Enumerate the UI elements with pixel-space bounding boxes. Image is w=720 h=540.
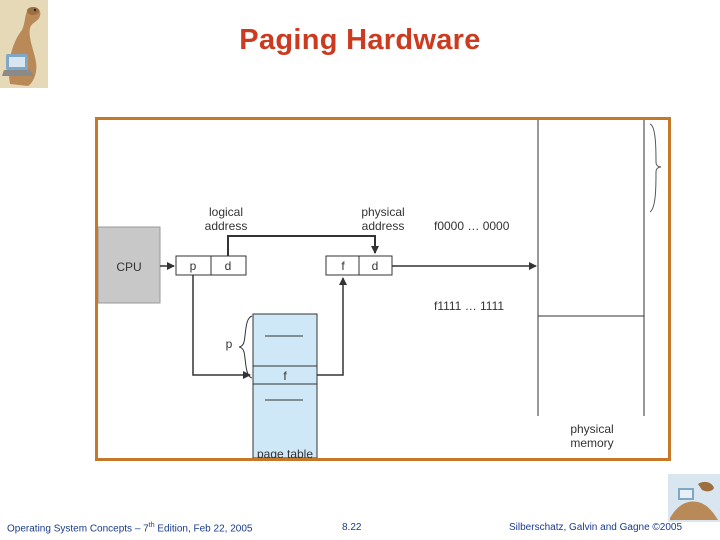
diagram-frame: CPU p d logical address f d physical	[95, 117, 671, 461]
page-index-label: p	[226, 337, 233, 351]
physical-frame-field: f	[341, 259, 345, 273]
dinosaur-logo-top	[0, 0, 48, 88]
memory-region-brace	[649, 123, 662, 213]
physical-memory-label-line1: physical	[570, 422, 613, 436]
paging-hardware-diagram: CPU p d logical address f d physical	[97, 120, 662, 461]
logical-address-label-line2: address	[205, 219, 248, 233]
page-number-to-table-arrow	[192, 275, 251, 379]
cpu-label: CPU	[116, 260, 141, 274]
page-table-entry-label: f	[283, 369, 287, 383]
physical-offset-field: d	[372, 259, 379, 273]
logical-offset-field: d	[225, 259, 232, 273]
physical-address-label-line1: physical	[361, 205, 404, 219]
page-table-caption: page table	[257, 447, 313, 458]
logical-address-label-line1: logical	[209, 205, 243, 219]
page-index-brace	[238, 315, 253, 379]
frame-number-arrow	[317, 277, 347, 376]
footer-page-number: 8.22	[342, 522, 362, 533]
dinosaur-logo-bottom	[668, 474, 720, 522]
cpu-box	[97, 226, 161, 304]
footer-copyright: Silberschatz, Galvin and Gagne ©2005	[509, 522, 683, 533]
footer-course-sup: th	[148, 522, 155, 529]
footer-course-info: Operating System Concepts – 7th Edition,…	[7, 522, 252, 534]
physical-address-register: f d	[325, 255, 393, 276]
logical-address-register: p d	[175, 255, 247, 276]
frame-start-address: f0000 … 0000	[434, 219, 510, 233]
physical-address-label-line2: address	[362, 219, 405, 233]
footer-course: Operating System Concepts – 7	[7, 523, 149, 535]
footer-course-rest: Edition, Feb 22, 2005	[154, 523, 253, 535]
slide-title: Paging Hardware	[239, 24, 481, 56]
physical-memory-label-line2: memory	[570, 436, 613, 450]
logical-page-field: p	[190, 259, 197, 273]
frame-end-address: f1111 … 1111	[434, 299, 504, 313]
offset-copy-arrow	[227, 235, 379, 256]
